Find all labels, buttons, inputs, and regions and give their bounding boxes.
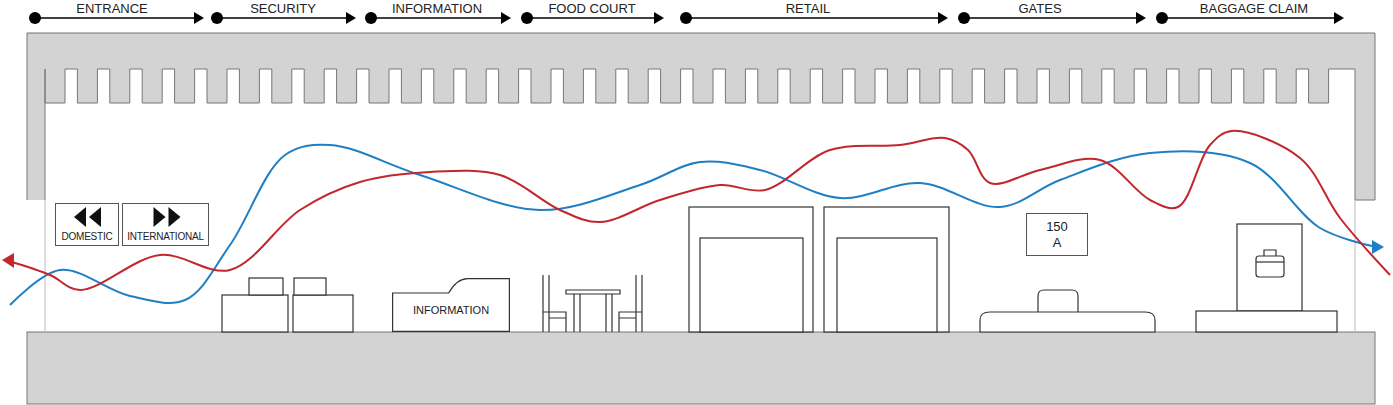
gate-sign: 150 A [1026, 213, 1088, 256]
timeline [29, 12, 1344, 24]
section-label: SECURITY [247, 1, 319, 17]
building-shell [27, 33, 1375, 404]
node-text: INFORMATION [413, 304, 489, 316]
section-label: INFORMATION [389, 1, 485, 17]
blue-arrowhead [1372, 240, 1384, 254]
red-arrowhead [2, 253, 14, 268]
section-label: GATES [1015, 1, 1064, 17]
section-label: ENTRANCE [73, 1, 151, 17]
arrow-icon [56, 204, 120, 230]
node-text: 150 A [1046, 219, 1068, 251]
section-label: BAGGAGE CLAIM [1197, 1, 1311, 17]
section-label: RETAIL [783, 1, 834, 17]
node-text: DOMESTIC [58, 231, 116, 243]
node-text: INTERNATIONAL [125, 231, 206, 243]
arrow-icon [123, 204, 210, 230]
section-label: FOOD COURT [545, 1, 638, 17]
direction-sign: DOMESTIC [55, 203, 119, 246]
furniture [222, 207, 1337, 332]
direction-sign: INTERNATIONAL [122, 203, 209, 246]
information-desk: INFORMATION [392, 278, 510, 332]
